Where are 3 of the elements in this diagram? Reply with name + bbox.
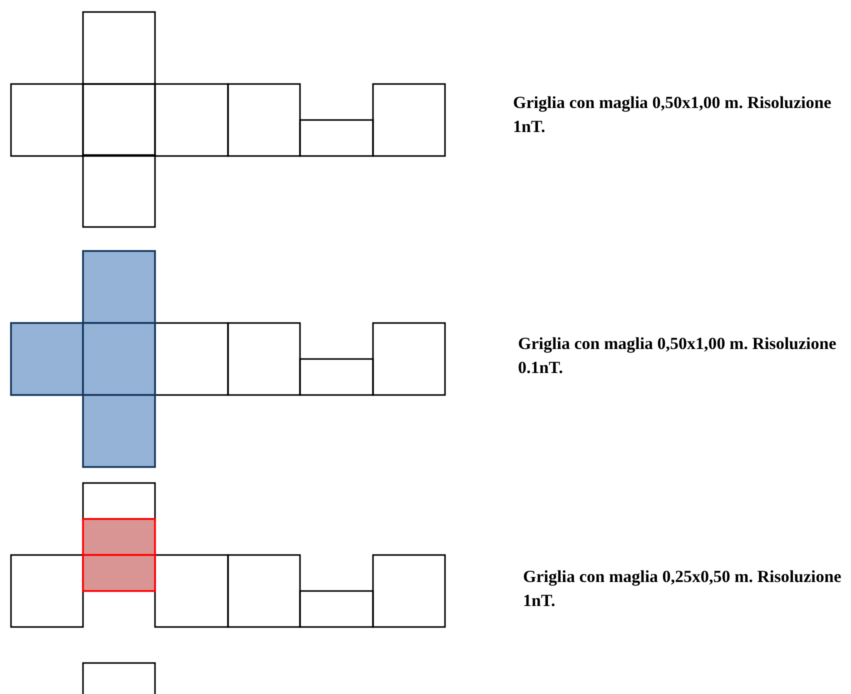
grid-description: Griglia con maglia 0,50x1,00 m. Risoluzione 1nT.: [513, 92, 832, 138]
grid-description: Griglia con maglia 0,25x0,50 m. Risoluzione 1nT.: [523, 566, 842, 612]
grid-description: Griglia con maglia 0,50x1,00 m. Risoluzione 0.1nT.: [518, 333, 838, 379]
